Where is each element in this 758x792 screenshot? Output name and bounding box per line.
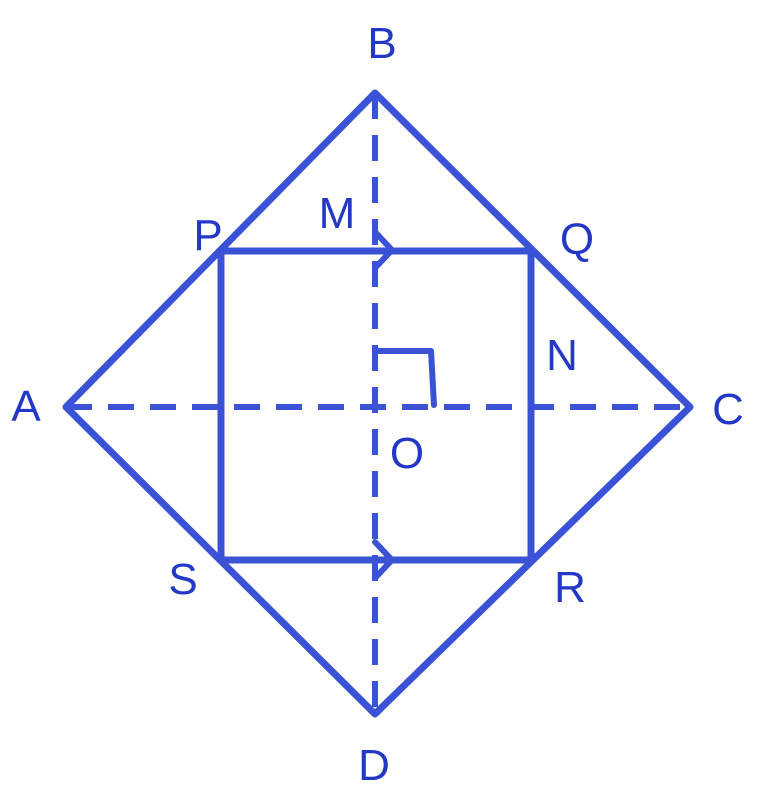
label-d: D bbox=[358, 741, 390, 790]
rectangle-pqrs bbox=[217, 247, 535, 564]
label-o: O bbox=[390, 429, 424, 478]
label-s: S bbox=[168, 555, 197, 604]
right-angle-mark bbox=[372, 348, 437, 408]
parallel-arrow-pq bbox=[372, 229, 395, 271]
label-c: C bbox=[712, 385, 744, 434]
point-labels: B A C D P Q R S M N O bbox=[11, 19, 744, 790]
label-q: Q bbox=[560, 215, 594, 264]
label-b: B bbox=[367, 19, 396, 68]
parallel-arrow-sr bbox=[372, 539, 395, 581]
label-a: A bbox=[11, 382, 41, 431]
figure-strokes bbox=[62, 89, 694, 718]
rhombus-abcd bbox=[62, 89, 694, 718]
label-r: R bbox=[554, 563, 586, 612]
label-m: M bbox=[319, 189, 356, 238]
label-p: P bbox=[193, 211, 222, 260]
label-n: N bbox=[546, 331, 578, 380]
